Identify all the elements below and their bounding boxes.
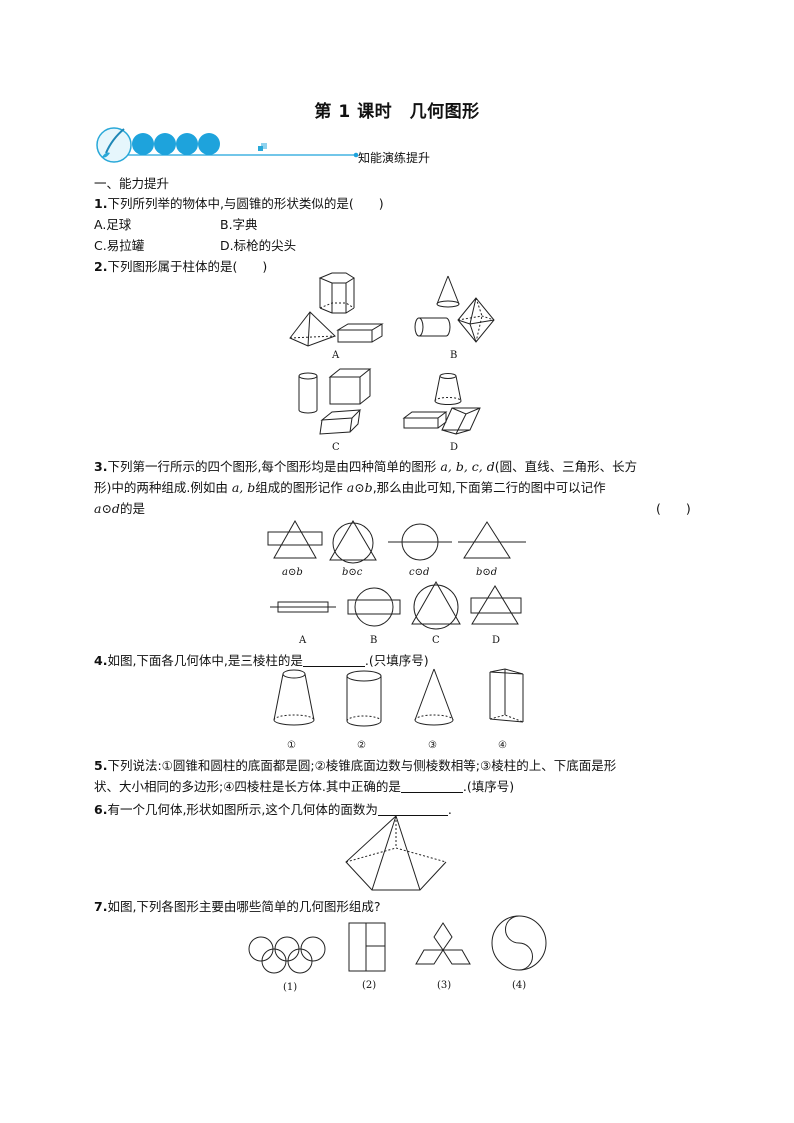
q4-figure: ① ② ③ ④ bbox=[273, 668, 524, 751]
question-text: (圆、直线、三角形、长方 bbox=[494, 459, 638, 474]
question-text: 的是 bbox=[119, 501, 145, 516]
question-number: 3. bbox=[94, 459, 108, 474]
question-text: ,那么由此可知,下面第二行的图中可以记作 bbox=[372, 480, 606, 495]
q3-row1-label: b⊙d bbox=[476, 567, 497, 578]
banner-label: 知能演练提升 bbox=[358, 151, 431, 165]
question-text: .(填序号) bbox=[462, 779, 515, 794]
q1-option-c: C.易拉罐 bbox=[94, 238, 145, 253]
question-5-line-2: 状、大小相同的多边形;④四棱柱是长方体.其中正确的是 .(填序号) bbox=[94, 776, 514, 795]
q3-option-b-shape bbox=[347, 587, 401, 627]
q2-group-a bbox=[289, 272, 384, 347]
q2-label-d: D bbox=[450, 442, 458, 453]
q2-group-c bbox=[298, 368, 372, 435]
question-text: 如图,下面各几何体中,是三棱柱的是 bbox=[107, 653, 303, 668]
question-3-line-1: 3.下列第一行所示的四个图形,每个图形均是由四种简单的图形 a, b, c, d… bbox=[94, 456, 637, 475]
q4-label: ④ bbox=[498, 740, 507, 751]
section-heading: 一、能力提升 bbox=[94, 176, 170, 191]
question-number: 4. bbox=[94, 653, 108, 668]
question-text: 如图,下列各图形主要由哪些简单的几何图形组成? bbox=[107, 899, 381, 914]
question-text: 形)中的两种组成.例如由 bbox=[94, 480, 228, 495]
q3-row1-label: a⊙b bbox=[282, 567, 303, 578]
q3-row1-shape-3 bbox=[388, 523, 452, 561]
question-text: 下列第一行所示的四个图形,每个图形均是由四种简单的图形 bbox=[107, 459, 437, 474]
q1-option-a: A.足球 bbox=[94, 217, 132, 232]
q1-option-b: B.字典 bbox=[220, 217, 258, 232]
question-2: 2.下列图形属于柱体的是( ) bbox=[94, 256, 267, 275]
question-text: 下列所列举的物体中,与圆锥的形状类似的是( ) bbox=[107, 196, 384, 211]
question-number: 1. bbox=[94, 196, 108, 211]
q3-row1-shape-1 bbox=[267, 519, 323, 559]
q3-option-b-label: B bbox=[370, 635, 377, 646]
q7-olympic-rings bbox=[248, 936, 326, 974]
question-3-line-2: 形)中的两种组成.例如由 a, b组成的图形记作 a⊙b,那么由此可知,下面第二… bbox=[94, 477, 606, 496]
answer-blank[interactable] bbox=[302, 654, 365, 667]
question-number: 5. bbox=[94, 758, 108, 773]
q2-label-b: B bbox=[450, 350, 457, 361]
q3-option-d-label: D bbox=[492, 635, 500, 646]
question-4: 4.如图,下面各几何体中,是三棱柱的是 .(只填序号) bbox=[94, 650, 429, 669]
question-5-line-1: 5.下列说法:①圆锥和圆柱的底面都是圆;②棱锥底面边数与侧棱数相等;③棱柱的上、… bbox=[94, 755, 616, 774]
question-1: 1.下列所列举的物体中,与圆锥的形状类似的是( ) bbox=[94, 193, 384, 212]
question-number: 2. bbox=[94, 259, 108, 274]
page-title: 第 1 课时 几何图形 bbox=[314, 102, 480, 122]
q7-label: (2) bbox=[362, 980, 376, 991]
q6-pentagonal-pyramid bbox=[345, 815, 447, 891]
question-number: 6. bbox=[94, 802, 108, 817]
q1-option-d: D.标枪的尖头 bbox=[220, 238, 297, 253]
q7-figure: (1) (2) (3) (4) bbox=[248, 915, 547, 993]
q2-label-c: C bbox=[332, 442, 340, 453]
q7-label: (1) bbox=[283, 982, 297, 993]
answer-blank[interactable] bbox=[377, 803, 448, 816]
notation: a⊙b bbox=[346, 480, 373, 495]
answer-paren: ( ) bbox=[656, 501, 691, 516]
q4-label: ③ bbox=[428, 740, 437, 751]
question-7: 7.如图,下列各图形主要由哪些简单的几何图形组成? bbox=[94, 896, 381, 915]
question-text: 有一个几何体,形状如图所示,这个几何体的面数为 bbox=[107, 802, 378, 817]
q3-option-a-shape bbox=[270, 601, 336, 613]
q3-row1-shape-4 bbox=[458, 521, 526, 559]
question-3-line-3: a⊙d的是 bbox=[94, 498, 145, 517]
question-text: 组成的图形记作 bbox=[255, 480, 343, 495]
question-text: 下列说法:①圆锥和圆柱的底面都是圆;②棱锥底面边数与侧棱数相等;③棱柱的上、下底… bbox=[107, 758, 617, 773]
q2-figure: A B C D bbox=[289, 272, 495, 453]
q3-row1-label: c⊙d bbox=[409, 567, 429, 578]
q3-option-d-shape bbox=[470, 585, 522, 625]
q3-option-a-label: A bbox=[298, 635, 307, 646]
section-banner bbox=[96, 127, 359, 163]
q3-option-c-shape bbox=[411, 580, 461, 630]
q4-solid-3 bbox=[414, 668, 454, 726]
notation: a⊙d bbox=[94, 501, 120, 516]
q7-taiji-shape bbox=[491, 915, 547, 971]
question-6: 6.有一个几何体,形状如图所示,这个几何体的面数为. bbox=[94, 799, 452, 818]
q7-rhombus-logo bbox=[415, 922, 471, 965]
var-list: a, b, c, d bbox=[440, 459, 495, 474]
q2-group-d bbox=[402, 373, 481, 435]
q2-label-a: A bbox=[331, 350, 340, 361]
q4-solid-2 bbox=[346, 670, 382, 727]
answer-blank[interactable] bbox=[400, 780, 463, 793]
q3-row1-shape-2 bbox=[329, 520, 377, 564]
q4-label: ① bbox=[287, 740, 296, 751]
q7-label: (4) bbox=[512, 980, 526, 991]
question-text: 状、大小相同的多边形;④四棱柱是长方体.其中正确的是 bbox=[94, 779, 401, 794]
question-text: 下列图形属于柱体的是( ) bbox=[107, 259, 268, 274]
q4-solid-1 bbox=[273, 669, 315, 726]
q7-label: (3) bbox=[437, 980, 451, 991]
q2-group-b bbox=[414, 275, 495, 343]
q4-label: ② bbox=[357, 740, 366, 751]
question-text: .(只填序号) bbox=[364, 653, 429, 668]
var-list: a, b bbox=[231, 480, 256, 495]
q3-figure: a⊙b b⊙c c⊙d b⊙d A B C D bbox=[267, 519, 526, 646]
banner-dots bbox=[132, 133, 220, 155]
q3-row1-label: b⊙c bbox=[342, 567, 363, 578]
brush-icon bbox=[96, 127, 132, 163]
q7-square-grid bbox=[348, 922, 386, 972]
q4-solid-4 bbox=[489, 668, 524, 723]
q3-option-c-label: C bbox=[432, 635, 440, 646]
question-number: 7. bbox=[94, 899, 108, 914]
question-text: . bbox=[447, 802, 452, 817]
